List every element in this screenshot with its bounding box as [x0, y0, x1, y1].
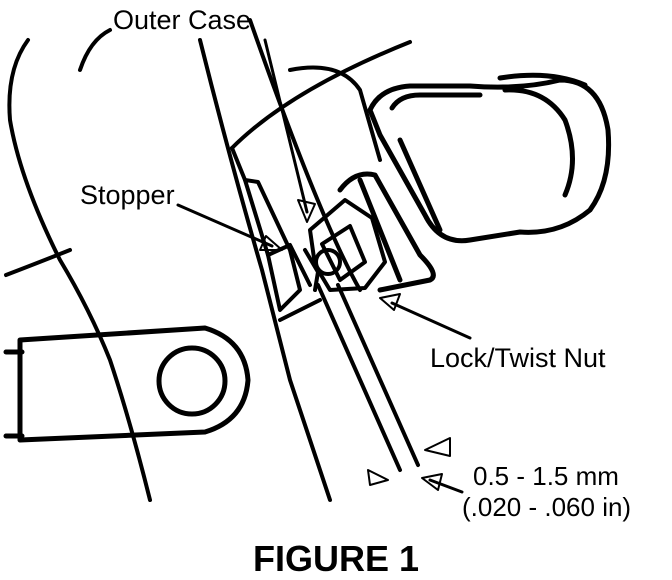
clearance-arrow-right — [421, 473, 443, 491]
stopper-block — [243, 178, 322, 322]
callout-leaders — [176, 38, 472, 494]
clearance-mm-label: 0.5 - 1.5 mm — [473, 461, 619, 491]
outer-case-arrow — [297, 199, 316, 223]
stopper-leader — [176, 203, 274, 248]
clearance-leader — [428, 478, 464, 494]
lever-bracket — [3, 325, 251, 443]
lever-hole — [156, 345, 228, 417]
clearance-in-label: (.020 - .060 in) — [462, 492, 632, 522]
arrowheads — [259, 199, 451, 491]
stopper-arrow — [259, 235, 283, 251]
clearance-arrow-lower — [367, 469, 389, 486]
handle-body — [4, 28, 152, 502]
lock-nut-leader — [390, 301, 472, 340]
stopper-label: Stopper — [80, 180, 175, 210]
outer-case — [198, 18, 412, 502]
inner-cable — [316, 283, 420, 472]
outer-case-leader — [263, 38, 309, 214]
outer-case-label: Outer Case — [113, 5, 252, 35]
clearance-arrow-upper — [424, 437, 451, 457]
adjuster-barrel — [337, 72, 612, 293]
figure-caption: FIGURE 1 — [253, 538, 420, 579]
lock-twist-nut-label: Lock/Twist Nut — [430, 343, 606, 373]
lock-twist-nut — [303, 198, 387, 292]
lock-nut-arrow — [379, 293, 401, 311]
